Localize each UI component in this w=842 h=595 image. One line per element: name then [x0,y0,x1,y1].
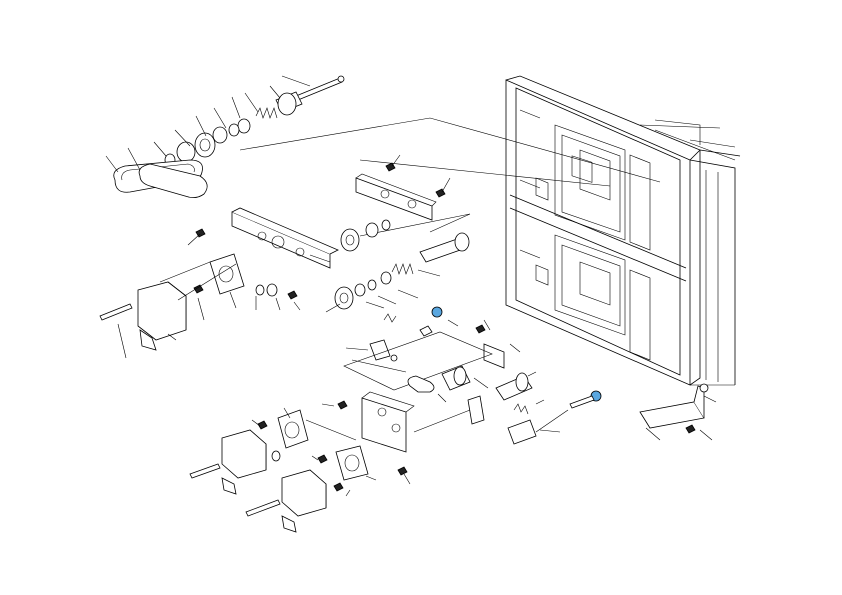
lower-bracket [321,391,415,485]
highlighted-screw-upper [431,306,443,318]
center-link-assembly [343,306,521,391]
reference-lines [159,261,471,441]
right-small-bracket [639,383,717,441]
middle-gear-assembly [309,219,470,313]
lower-motor-1 [189,407,309,495]
main-frame-panel [505,75,741,386]
upper-motor [99,253,301,359]
top-shaft-assembly [105,75,345,198]
lower-motor-2 [245,445,377,533]
upper-bracket [187,117,661,269]
solenoid-assembly [407,365,602,445]
